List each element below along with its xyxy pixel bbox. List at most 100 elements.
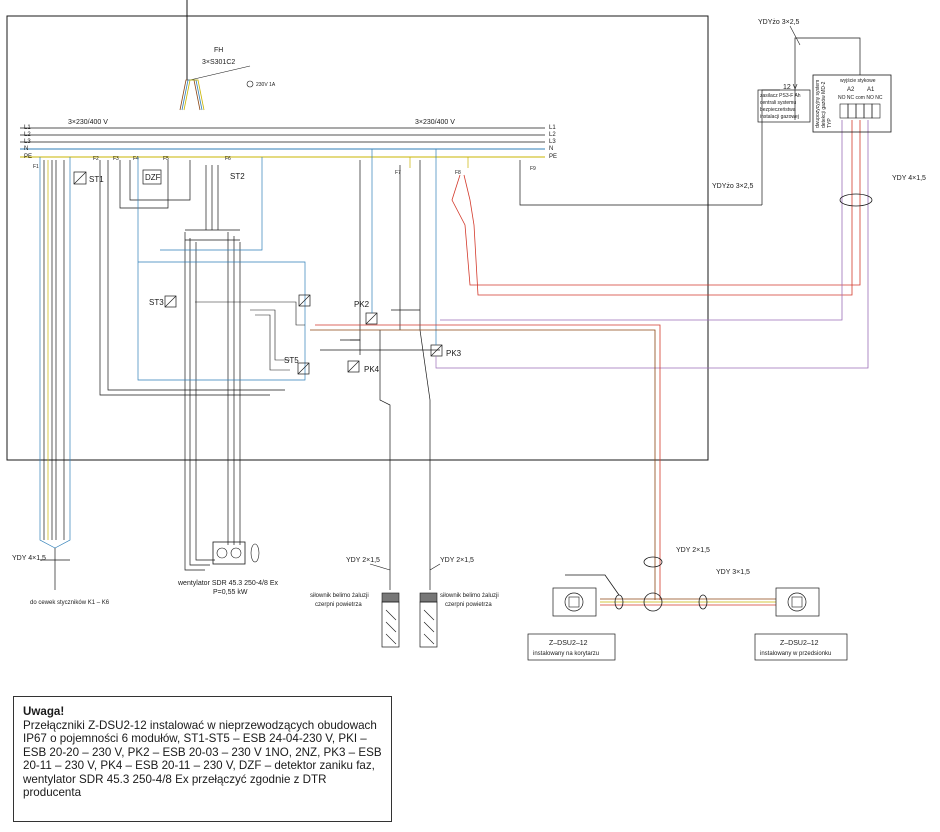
right-control-wiring <box>320 149 762 590</box>
phase-pe-left: PE <box>24 154 32 160</box>
fuse-tags: F1 F2 F3 F4 F5 F6 F7 F8 F9 <box>33 156 536 176</box>
phase-l3-right: L3 <box>549 139 556 145</box>
actuator-left-1: siłownik belimo żaluzji <box>310 593 369 599</box>
detector-panel: 12 V zasilacz PS3-F Ah centrali systemu … <box>757 37 892 205</box>
switch-right-model: Z–DSU2–12 <box>780 640 819 647</box>
st5-label: ST5 <box>284 356 299 365</box>
phase-n-right: N <box>549 146 553 152</box>
st3-relay-right <box>298 294 311 307</box>
cable-ydy-2x15-a: YDY 2×1,5 <box>346 557 380 564</box>
switch-left-place: instalowany na korytarzu <box>533 651 599 657</box>
pk2-relay: PK2 <box>354 300 378 325</box>
terminal-block <box>839 103 881 119</box>
neutral-loop <box>137 157 306 381</box>
pk3-relay: PK3 <box>430 344 462 358</box>
fuse-tag: F4 <box>133 156 139 162</box>
lamp-icon <box>246 80 254 88</box>
psu-line-2: centrali systemu <box>760 100 796 106</box>
fuse-tag: F8 <box>455 170 461 176</box>
dzf-label: DZF <box>145 173 161 182</box>
switch-right-box <box>754 633 848 661</box>
pk4-relay: PK4 <box>347 360 380 374</box>
fuse-tag: F9 <box>530 166 536 172</box>
st3-label: ST3 <box>149 298 164 307</box>
st2-contactor: ST2 <box>230 172 245 181</box>
actuator-left: siłownik belimo żaluzji czerpni powietrz… <box>310 592 400 648</box>
module-side-2: detekcji gazów MD-2 <box>821 81 827 128</box>
note-body: Przełączniki Z-DSU2-12 instalować w niep… <box>23 718 382 800</box>
module-title: wyjście stykowe <box>840 78 876 84</box>
module-side-3: TYP <box>827 118 833 128</box>
switch-left-model: Z–DSU2–12 <box>549 640 588 647</box>
control-drops <box>99 160 285 571</box>
motor-label-2: P=0,55 kW <box>213 589 248 596</box>
cable-ydy-4x15-right: YDY 4×1,5 <box>892 175 926 182</box>
phase-n-left: N <box>24 146 28 152</box>
switch-left-box <box>527 633 616 661</box>
st2-label: ST2 <box>230 172 245 181</box>
cable-bundle-ring <box>839 193 873 207</box>
cable-ydy-3x15: YDY 3×1,5 <box>716 569 750 576</box>
motor-label-1: wentylator SDR 45.3 250-4/8 Ex <box>177 580 278 587</box>
fan-icon <box>250 543 260 563</box>
fuse-tag: F2 <box>93 156 99 162</box>
st1-contactor: ST1 <box>73 171 104 185</box>
switch-right <box>775 587 820 617</box>
fuse-tag: F3 <box>113 156 119 162</box>
cable-ydy-4x15-left: YDY 4×1,5 <box>12 555 46 562</box>
st3-contactor: ST3 <box>149 295 177 308</box>
main-enclosure <box>6 15 709 461</box>
note-title: Uwaga! <box>23 705 65 718</box>
note-box: Uwaga! Przełączniki Z-DSU2-12 instalować… <box>13 696 392 822</box>
phase-l1-left: L1 <box>24 125 31 131</box>
fh-breaker: FH 3×S301C2 230V 1A <box>179 47 276 111</box>
cable-ydyzo-mid: YDYżo 3×2,5 <box>712 183 754 190</box>
st1-label: ST1 <box>89 175 104 184</box>
left-feeders <box>39 157 71 590</box>
cable-ydy-2x15-b: YDY 2×1,5 <box>440 557 474 564</box>
bus-label-left: 3×230/400 V <box>68 119 108 126</box>
psu-line-4: instalacji gazowej <box>760 114 799 120</box>
fh-rating: 3×S301C2 <box>202 59 235 66</box>
switch-left <box>552 587 597 617</box>
fuse-tag: F6 <box>225 156 231 162</box>
psu-voltage: 12 V <box>783 84 798 91</box>
phase-l2-right: L2 <box>549 132 556 138</box>
phase-l1-right: L1 <box>549 125 556 131</box>
st5-contactor: ST5 <box>284 356 310 375</box>
psu-line-3: bezpieczeństwa <box>760 107 796 113</box>
busbars: 3×230/400 V 3×230/400 V L1 L2 L3 N PE L1… <box>20 119 557 160</box>
terminal-sub: NO NC com NO NC <box>838 95 883 101</box>
phase-l3-left: L3 <box>24 139 31 145</box>
coils-label: do cewek styczników K1 – K6 <box>30 600 110 606</box>
actuator-right: siłownik belimo żaluzji czerpni powietrz… <box>419 592 499 648</box>
actuator-right-2: czerpni powietrza <box>445 602 492 608</box>
junction-box <box>643 592 663 612</box>
pk4-label: PK4 <box>364 365 380 374</box>
psu-line-1: zasilacz PS3-F Ah <box>760 93 801 99</box>
fan-motor: wentylator SDR 45.3 250-4/8 Ex P=0,55 kW <box>177 541 278 596</box>
dzf-device: DZF <box>142 169 162 185</box>
pk2-label: PK2 <box>354 300 370 309</box>
cable-ydyzo-top: YDYżo 3×2,5 <box>758 19 800 26</box>
fuse-tag: F1 <box>33 164 39 170</box>
switch-right-place: instalowany w przedsionku <box>760 651 831 657</box>
terminal-a1: A1 <box>867 87 875 93</box>
actuator-left-2: czerpni powietrza <box>315 602 362 608</box>
cable-bundle-ring <box>643 556 663 568</box>
fuse-tag: F7 <box>395 170 401 176</box>
fh-label: FH <box>214 47 223 54</box>
fuse-tag: F5 <box>163 156 169 162</box>
detector-run <box>310 120 873 600</box>
pk3-label: PK3 <box>446 349 462 358</box>
phase-pe-right: PE <box>549 154 557 160</box>
switch-installation <box>565 556 776 612</box>
fh-small: 230V 1A <box>256 82 276 88</box>
bus-label-right: 3×230/400 V <box>415 119 455 126</box>
phase-l2-left: L2 <box>24 132 31 138</box>
terminal-a2: A2 <box>847 87 855 93</box>
neutral-loop-2 <box>160 157 263 251</box>
actuator-right-1: siłownik belimo żaluzji <box>440 593 499 599</box>
cable-ydy-2x15-c: YDY 2×1,5 <box>676 547 710 554</box>
